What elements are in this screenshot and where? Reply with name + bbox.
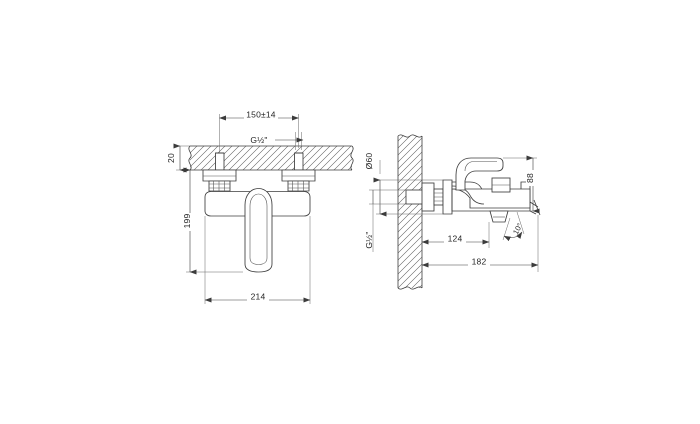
dimension-label-88: 88 [525, 173, 535, 183]
dimension-projection-124: 124 [421, 214, 490, 248]
wall-section-side [398, 135, 422, 289]
dimension-thread-front: G½" [250, 132, 304, 150]
break-line-left [189, 146, 191, 170]
dimension-label-214: 214 [251, 292, 266, 302]
dimension-projection-182: 182 [421, 215, 539, 272]
dimension-label-d60: Ø60 [364, 153, 374, 170]
dimension-label-199: 199 [182, 214, 192, 229]
inlet-connector-left [215, 152, 225, 171]
dimension-width-214: 214 [204, 216, 311, 304]
dimension-label-thread-side: G½" [364, 231, 374, 248]
escutcheon-right [281, 169, 316, 182]
shower-outlet [489, 210, 509, 223]
lever-handle-side [455, 157, 504, 191]
break-line-top [398, 135, 422, 137]
dimension-label-182: 182 [472, 257, 487, 267]
dimension-thread-side: G½" [364, 189, 410, 252]
spout-outlet-tip [530, 200, 540, 215]
dimension-label-10deg: 10° [511, 222, 524, 236]
wall-section-front [189, 146, 353, 170]
side-view-dimensions: Ø60 G½" 88 [364, 148, 540, 272]
side-section-view [398, 135, 540, 289]
hex-nut-left [208, 180, 231, 192]
dimension-height-199: 199 [182, 167, 243, 275]
mixer-body-side [451, 181, 531, 212]
dimension-label-150: 150±14 [246, 110, 276, 120]
dimension-height-88: 88 [503, 155, 540, 214]
lever-handle-front [244, 188, 273, 273]
break-line-right [351, 146, 353, 170]
hex-nut-right [287, 180, 310, 192]
dimension-center-spacing: 150±14 [219, 110, 299, 153]
inlet-stub-side [405, 182, 444, 212]
inlet-connector-right [294, 152, 304, 171]
dimension-label-124: 124 [448, 234, 463, 244]
flange-disc-side [442, 179, 453, 215]
dimension-label-thread-front: G½" [250, 135, 267, 145]
front-view-dimensions: 150±14 G½" 20 199 [166, 110, 311, 304]
escutcheon-left [202, 169, 237, 182]
front-elevation-view [189, 146, 353, 273]
dimension-label-20: 20 [166, 153, 176, 163]
diverter-button [491, 177, 511, 193]
dimension-flange-diameter: Ø60 [364, 148, 443, 217]
break-line-bottom [398, 287, 422, 289]
